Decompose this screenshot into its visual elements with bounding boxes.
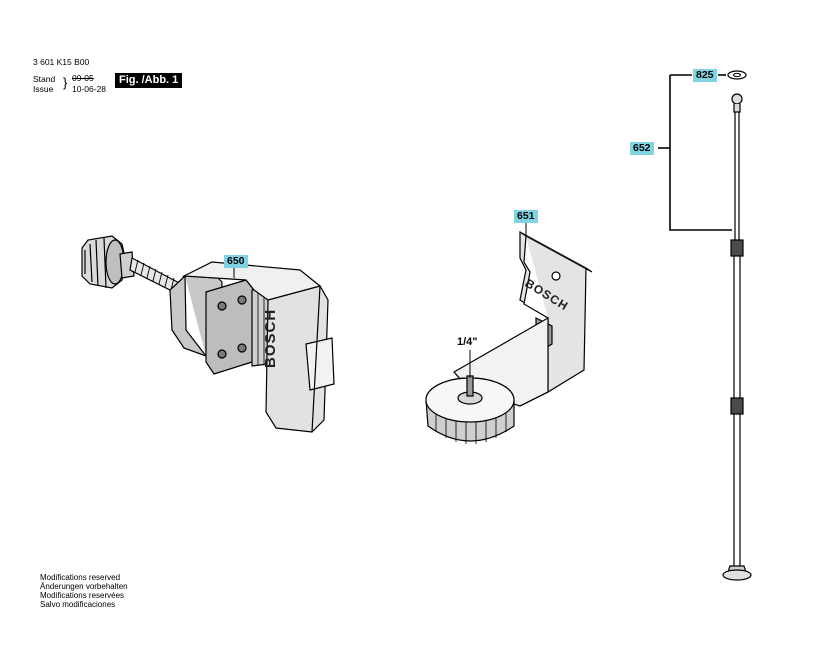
bracket-drawing [425, 230, 593, 444]
thread-size-label: 1/4" [457, 336, 478, 348]
part-label-651: 651 [514, 210, 538, 223]
stand-date: 09-05 [72, 73, 94, 83]
bracket-brace: } [63, 75, 68, 90]
footer-line-de: Änderungen vorbehalten [40, 582, 128, 591]
pole-drawing [722, 93, 752, 581]
figure-label: Fig. /Abb. 1 [115, 73, 183, 88]
part-label-825: 825 [693, 69, 717, 82]
part-number: 3 601 K15 B00 [33, 57, 90, 67]
clamp-drawing [81, 235, 335, 433]
part-label-650: 650 [224, 255, 248, 268]
part-label-652: 652 [630, 142, 654, 155]
stand-label: Stand [33, 74, 56, 84]
footer-line-fr: Modifications reservées [40, 591, 125, 600]
footer-line-es: Salvo modificaciones [40, 600, 116, 609]
brand-mark-clamp: BOSCH [262, 308, 279, 368]
footer-line-en: Modifications reserved [40, 573, 121, 582]
issue-label: Issue [33, 84, 54, 94]
issue-date: 10-06-28 [72, 84, 107, 94]
leader-lines [233, 74, 732, 378]
